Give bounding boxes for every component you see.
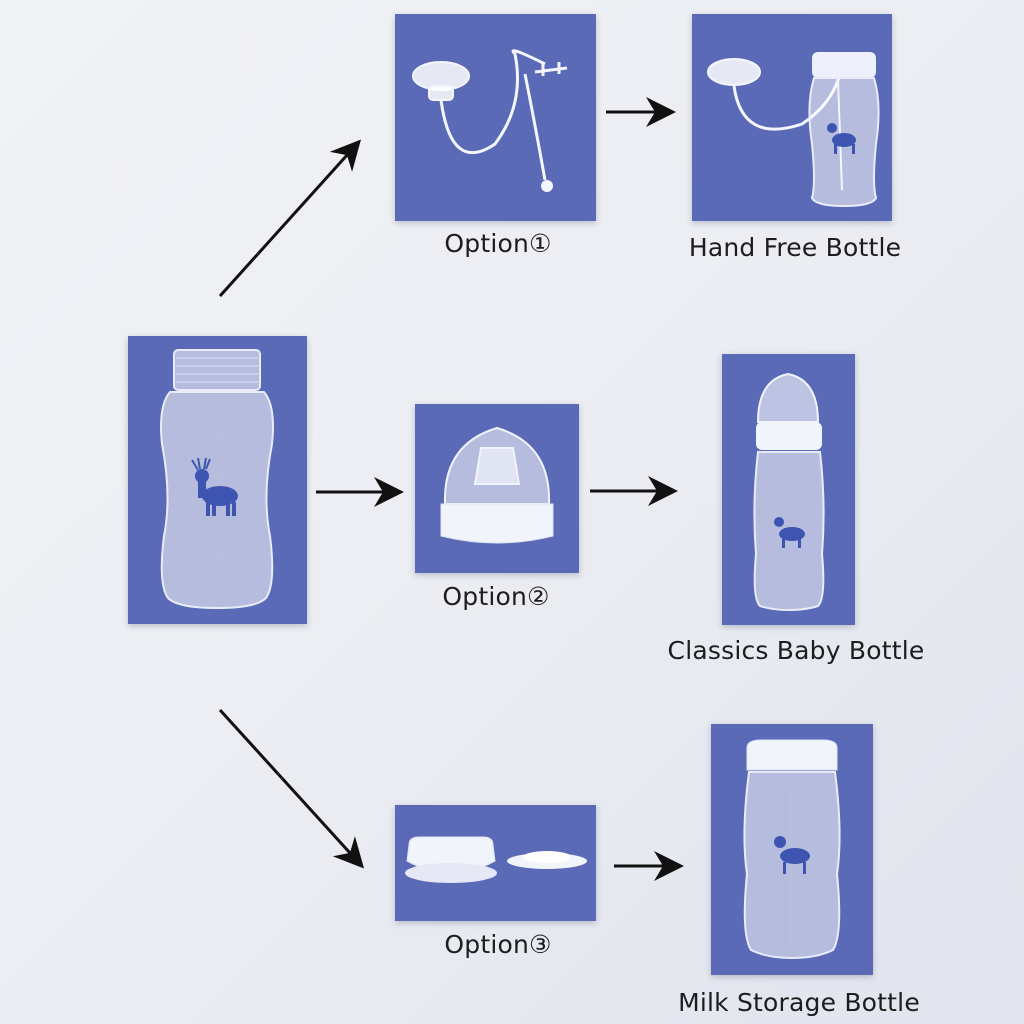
base-bottle-panel <box>128 336 307 624</box>
option3-label: Option③ <box>444 930 552 959</box>
milk-storage-bottle-image <box>743 739 841 960</box>
deer-icon <box>774 517 805 548</box>
option1-label: Option① <box>444 229 552 258</box>
deer-icon <box>191 457 238 516</box>
option2-panel <box>415 404 579 573</box>
arrow-base-to-option3 <box>218 708 365 869</box>
hand-free-bottle-panel <box>692 14 892 221</box>
classics-bottle-panel <box>722 354 855 625</box>
bottle-image <box>160 349 274 610</box>
arrow-base-to-option1 <box>218 139 362 298</box>
option2-label: Option② <box>442 582 550 611</box>
option1-panel <box>395 14 596 221</box>
milk-storage-bottle-label: Milk Storage Bottle <box>678 988 920 1017</box>
milk-storage-bottle-panel <box>711 724 873 975</box>
nipple-cap-image <box>440 426 554 544</box>
storage-lid-image <box>405 836 587 883</box>
option3-panel <box>395 805 596 921</box>
straw-pacifier-image <box>412 49 568 192</box>
deer-icon <box>774 836 810 874</box>
hand-free-bottle-label: Hand Free Bottle <box>688 233 902 262</box>
deer-icon <box>827 123 856 154</box>
classics-bottle-label: Classics Baby Bottle <box>667 636 925 665</box>
classics-bottle-image <box>753 372 825 612</box>
hand-free-bottle-image <box>707 52 880 208</box>
